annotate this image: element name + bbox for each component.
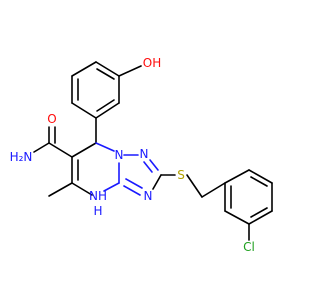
bond [250, 207, 268, 218]
bond [186, 174, 203, 198]
hydroxyl-label: OH [143, 56, 161, 70]
bond [248, 169, 273, 184]
bond [96, 68, 115, 80]
bond [152, 174, 162, 190]
bond [123, 185, 141, 196]
atom-labels: OH O H₂N N N N NH H S Cl [10, 56, 255, 254]
bonds [33, 61, 273, 241]
bond [71, 61, 97, 77]
chlorine-label: Cl [243, 240, 255, 254]
bond [33, 142, 50, 153]
amide-o-label: O [47, 112, 56, 126]
bond [201, 182, 226, 198]
bond [103, 182, 120, 192]
bond [125, 178, 143, 189]
bond [48, 182, 73, 197]
bond [118, 65, 142, 77]
bond [149, 159, 159, 171]
bond [95, 61, 120, 77]
bond [71, 142, 97, 158]
bond [250, 176, 268, 187]
bond [248, 210, 273, 225]
bond [48, 142, 73, 158]
sulfur-label: S [177, 168, 185, 182]
chemical-structure: OH O H₂N N N N NH H S Cl [10, 56, 273, 254]
bond [71, 102, 97, 119]
nh-label: NH [89, 189, 107, 203]
bond [96, 99, 115, 112]
bond [143, 161, 153, 173]
bridge-n-label: N [115, 148, 124, 162]
triazole-n-right-label: N [144, 189, 153, 203]
triazole-n-top-label: N [140, 147, 149, 161]
bond [224, 210, 250, 225]
amide-nh2-label: H₂N [10, 150, 33, 164]
bond [224, 169, 250, 184]
nh-hydrogen-label: H [93, 204, 102, 218]
bond [71, 182, 93, 196]
bond [95, 102, 120, 119]
bond [95, 142, 115, 152]
